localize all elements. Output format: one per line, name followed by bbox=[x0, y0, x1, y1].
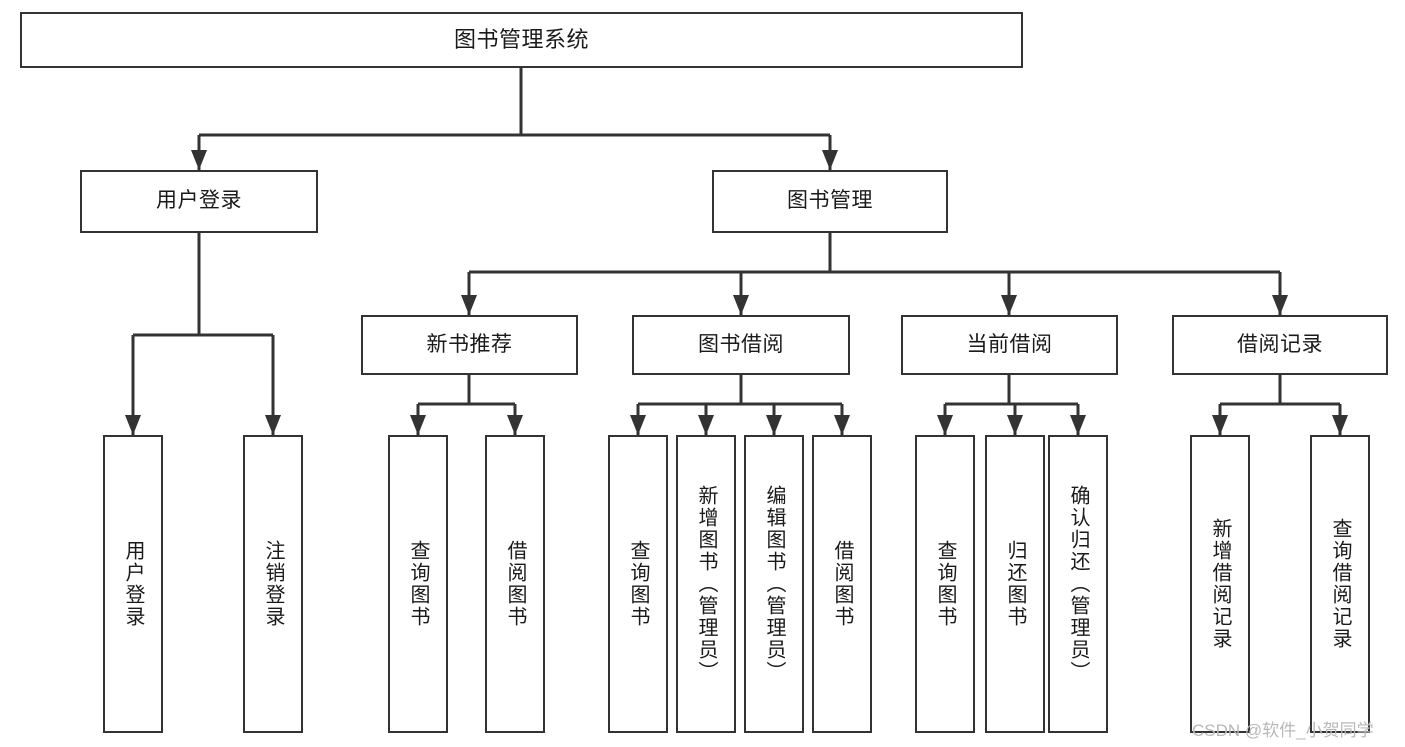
node-label-leaf-12: 新增借阅记录 bbox=[1209, 518, 1231, 650]
node-box-leaf-13[interactable]: 查询借阅记录 bbox=[1310, 435, 1370, 733]
csdn-watermark: CSDN @软件_小贺同学 bbox=[1192, 721, 1374, 740]
node-label-newbook: 新书推荐 bbox=[426, 332, 513, 356]
node-label-root: 图书管理系统 bbox=[453, 27, 589, 53]
node-label-leaf-5: 查询图书 bbox=[627, 540, 649, 628]
node-box-leaf-11[interactable]: 确认归还（管理员） bbox=[1048, 435, 1108, 733]
node-box-leaf-7[interactable]: 编辑图书（管理员） bbox=[744, 435, 804, 733]
node-label-borrow: 图书借阅 bbox=[698, 332, 784, 356]
node-label-leaf-6: 新增图书（管理员） bbox=[695, 485, 717, 683]
node-box-leaf-12[interactable]: 新增借阅记录 bbox=[1190, 435, 1250, 733]
node-label-leaf-11: 确认归还（管理员） bbox=[1067, 485, 1089, 683]
node-box-current[interactable]: 当前借阅 bbox=[901, 315, 1118, 375]
node-label-leaf-2: 注销登录 bbox=[262, 540, 284, 628]
node-label-leaf-8: 借阅图书 bbox=[831, 540, 853, 628]
node-label-leaf-10: 归还图书 bbox=[1004, 540, 1026, 628]
node-label-records: 借阅记录 bbox=[1237, 332, 1323, 356]
node-box-bookmgmt[interactable]: 图书管理 bbox=[712, 170, 948, 233]
node-box-login[interactable]: 用户登录 bbox=[80, 170, 318, 233]
node-label-login: 用户登录 bbox=[156, 189, 242, 213]
node-box-records[interactable]: 借阅记录 bbox=[1172, 315, 1388, 375]
node-box-leaf-8[interactable]: 借阅图书 bbox=[812, 435, 872, 733]
node-label-leaf-9: 查询图书 bbox=[934, 540, 956, 628]
node-box-leaf-5[interactable]: 查询图书 bbox=[608, 435, 668, 733]
node-label-current: 当前借阅 bbox=[966, 332, 1053, 356]
node-box-leaf-6[interactable]: 新增图书（管理员） bbox=[676, 435, 736, 733]
node-label-leaf-1: 用户登录 bbox=[122, 540, 144, 628]
node-box-leaf-3[interactable]: 查询图书 bbox=[388, 435, 448, 733]
node-box-root[interactable]: 图书管理系统 bbox=[20, 12, 1023, 68]
node-label-leaf-4: 借阅图书 bbox=[504, 540, 526, 628]
node-label-leaf-3: 查询图书 bbox=[407, 540, 429, 628]
node-label-bookmgmt: 图书管理 bbox=[787, 189, 873, 213]
node-box-borrow[interactable]: 图书借阅 bbox=[632, 315, 850, 375]
node-box-newbook[interactable]: 新书推荐 bbox=[361, 315, 578, 375]
node-box-leaf-2[interactable]: 注销登录 bbox=[243, 435, 303, 733]
node-box-leaf-9[interactable]: 查询图书 bbox=[915, 435, 975, 733]
node-label-leaf-7: 编辑图书（管理员） bbox=[763, 485, 785, 683]
node-box-leaf-4[interactable]: 借阅图书 bbox=[485, 435, 545, 733]
node-label-leaf-13: 查询借阅记录 bbox=[1329, 518, 1351, 650]
node-box-leaf-10[interactable]: 归还图书 bbox=[985, 435, 1045, 733]
node-box-leaf-1[interactable]: 用户登录 bbox=[103, 435, 163, 733]
